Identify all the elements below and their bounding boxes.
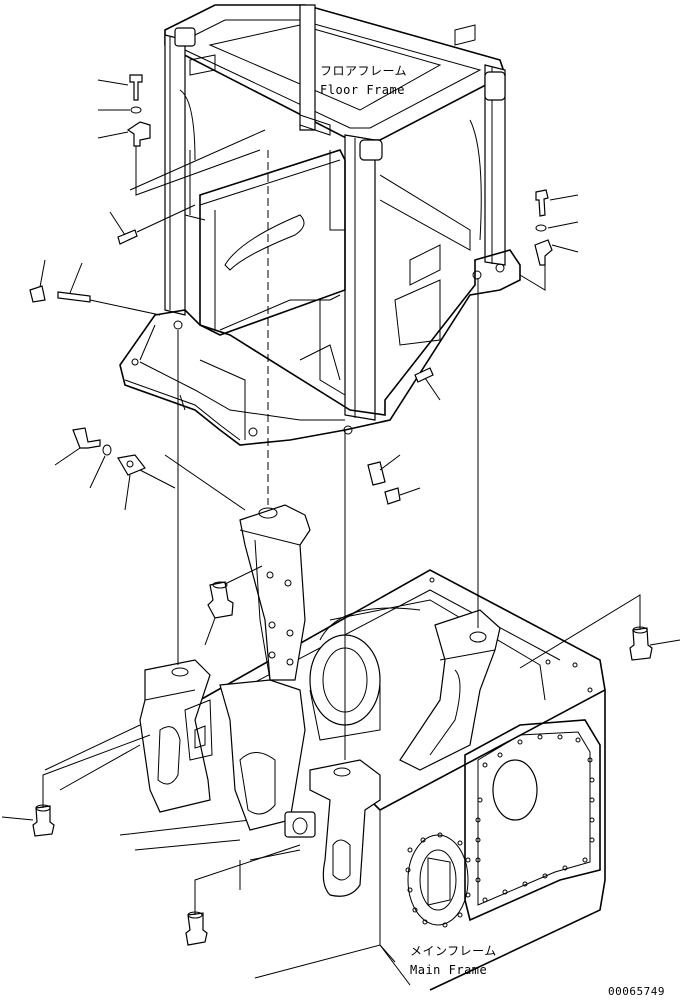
main-frame-label-en: Main Frame	[410, 963, 488, 977]
pin-and-clip-left	[29, 259, 161, 316]
floor-frame-assembly	[119, 4, 521, 446]
main-frame-leader	[254, 944, 396, 979]
stud-lower-left	[1, 734, 151, 837]
pin-and-bolt-middle	[367, 454, 421, 505]
side-panel-bolt-holes	[405, 577, 595, 928]
pin-upper-left	[109, 204, 196, 245]
front-lift-arm	[309, 759, 381, 897]
floor-frame-leader	[199, 359, 246, 440]
main-frame-assembly	[44, 569, 606, 991]
floor-frame-label-en: Floor Frame	[320, 83, 405, 97]
center-tower-bracket	[219, 504, 316, 838]
right-support-bracket	[399, 609, 501, 771]
bolt-washer-bracket-upper-left	[97, 74, 266, 196]
stud-left-center	[204, 565, 263, 646]
left-mount-bracket	[139, 659, 213, 813]
stud-right	[519, 594, 681, 669]
bolt-washer-bracket-upper-right	[519, 189, 579, 291]
floor-frame-label-jp: フロアフレーム	[320, 64, 408, 78]
bolt-washer-plate-middle-left	[54, 427, 176, 511]
alignment-lines	[164, 150, 479, 760]
pin-right	[414, 367, 441, 401]
main-frame-label-jp: メインフレーム	[410, 944, 497, 958]
stud-bottom-center	[185, 844, 301, 946]
drawing-number: 00065749	[608, 985, 665, 998]
